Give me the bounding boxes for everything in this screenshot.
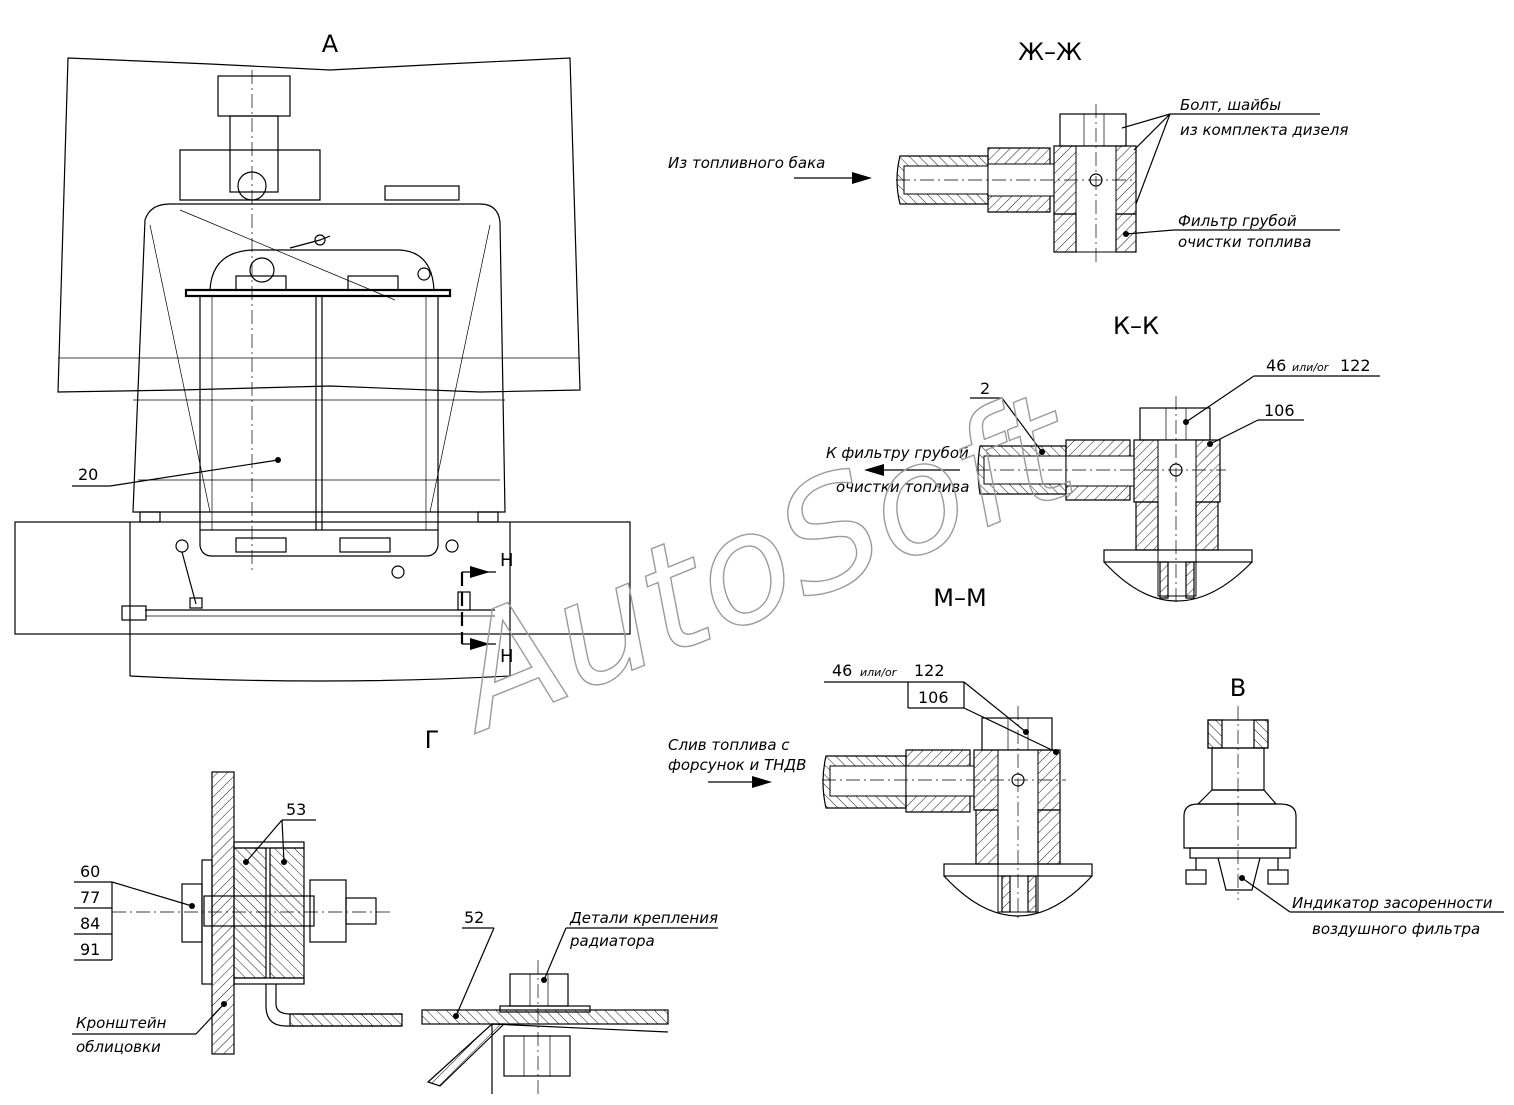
- part-2-label: 2: [980, 379, 990, 398]
- radiator-label-line2: радиатора: [569, 932, 655, 950]
- drain-label-line2: форсунок и ТНДВ: [668, 756, 806, 774]
- part-52-label: 52: [464, 908, 484, 927]
- drain-label-line1: Слив топлива с: [668, 736, 790, 754]
- kk-46-label: 46: [1266, 356, 1286, 375]
- section-k-title: К–К: [1113, 312, 1159, 340]
- view-a: А: [14, 30, 631, 682]
- bolt-label-line2: из комплекта дизеля: [1180, 121, 1348, 139]
- svg-text:Н: Н: [500, 646, 514, 667]
- section-m-title: М–М: [933, 584, 986, 612]
- mm-or-label: или/or: [860, 666, 898, 679]
- radiator-mount: 52 Детали крепления радиатора: [421, 908, 718, 1094]
- radiator-label-line1: Детали крепления: [569, 909, 718, 927]
- mm-46-label: 46: [832, 661, 852, 680]
- indicator-label-line2: воздушного фильтра: [1312, 920, 1480, 938]
- part-60-label: 60: [80, 862, 100, 881]
- bracket-label-line2: облицовки: [76, 1038, 161, 1056]
- part-77-label: 77: [80, 888, 100, 907]
- view-v: В Индикатор засоренности воздушного филь…: [1183, 674, 1504, 938]
- watermark: AutoSoft: [423, 359, 1100, 768]
- mm-122-label: 122: [914, 661, 945, 680]
- bracket-label-line1: Кронштейн: [76, 1014, 167, 1032]
- part-20-label: 20: [78, 465, 98, 484]
- filter-label-line2: очистки топлива: [1178, 233, 1311, 251]
- view-v-title: В: [1230, 674, 1246, 702]
- section-zh-title: Ж–Ж: [1018, 38, 1082, 66]
- view-g: Г 53 60 77 84 91: [72, 726, 439, 1056]
- mm-106-label: 106: [918, 688, 949, 707]
- filter-label-line1: Фильтр грубой: [1178, 212, 1297, 230]
- section-zh-zh: Ж–Ж Из топливного бака Болт, шайбы из ко…: [668, 38, 1348, 262]
- svg-text:Н: Н: [500, 550, 514, 571]
- kk-or-label: или/or: [1292, 361, 1330, 374]
- view-a-title: А: [322, 30, 339, 58]
- bolt-label-line1: Болт, шайбы: [1180, 96, 1281, 114]
- part-91-label: 91: [80, 940, 100, 959]
- to-filter-label-line2: очистки топлива: [836, 478, 969, 496]
- part-84-label: 84: [80, 914, 100, 933]
- indicator-label-line1: Индикатор засоренности: [1292, 894, 1493, 912]
- section-k-k: К–К К фильтру грубой очистки топлива 2: [826, 312, 1380, 606]
- from-tank-label: Из топливного бака: [668, 154, 825, 172]
- kk-122-label: 122: [1340, 356, 1371, 375]
- kk-106-label: 106: [1264, 401, 1295, 420]
- view-g-title: Г: [425, 726, 440, 754]
- part-53-label: 53: [286, 800, 306, 819]
- section-m-m: М–М Слив топлива с форсунок и ТНДВ 46 ил…: [668, 584, 1093, 920]
- to-filter-label-line1: К фильтру грубой: [826, 444, 969, 462]
